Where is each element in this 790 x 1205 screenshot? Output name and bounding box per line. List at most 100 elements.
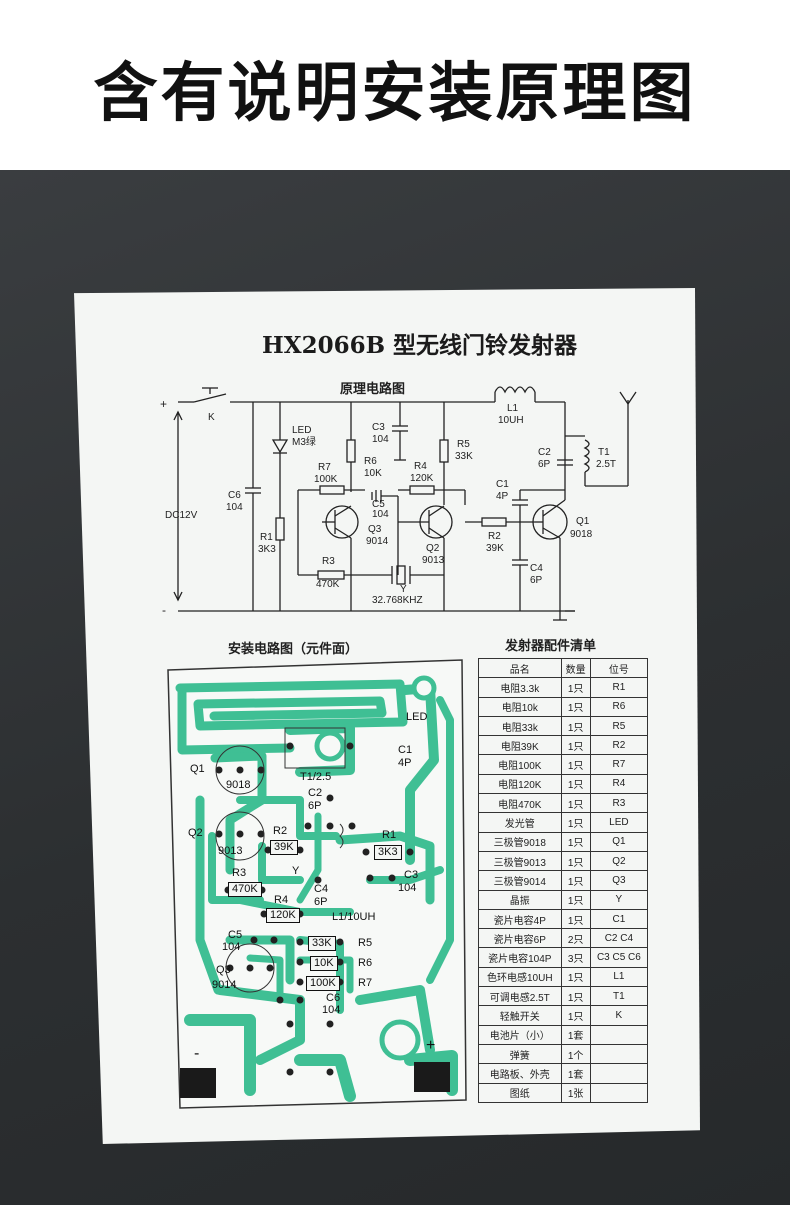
- part-ref: R5: [589, 715, 649, 737]
- part-qty: 1只: [560, 850, 591, 872]
- pcb-c2-value: 6P: [308, 800, 322, 812]
- led-color-label: M3绿: [292, 437, 316, 448]
- part-qty: 1只: [560, 773, 591, 795]
- part-qty: 1只: [560, 1005, 591, 1026]
- dc-voltage-label: DC12V: [165, 510, 198, 521]
- part-qty: 3只: [560, 947, 591, 968]
- pcb-y-label: Y: [292, 865, 300, 877]
- pcb-r3-value: 470K: [228, 882, 262, 897]
- pcb-r2-label: R2: [273, 825, 288, 837]
- pcb-r7-value: 100K: [306, 976, 340, 991]
- part-ref: R7: [589, 754, 649, 775]
- c2-label: C2: [538, 447, 551, 458]
- part-qty: 1只: [560, 870, 591, 891]
- pcb-r6-value: 10K: [310, 956, 338, 971]
- part-ref: R4: [589, 773, 649, 795]
- part-ref: Q2: [589, 850, 649, 872]
- c3-label: C3: [372, 422, 385, 433]
- pcb-c5-value: 104: [222, 941, 241, 953]
- r4-value: 120K: [410, 473, 434, 484]
- pcb-c2-label: C2: [308, 787, 323, 799]
- part-name: 瓷片电容104P: [478, 947, 562, 968]
- pcb-r4-label: R4: [274, 894, 289, 906]
- r5-label: R5: [457, 439, 470, 450]
- part-qty: 1只: [560, 908, 591, 930]
- pcb-r6-label: R6: [358, 957, 373, 969]
- part-qty: 1张: [560, 1082, 591, 1103]
- minus-terminal-label: -: [162, 603, 166, 617]
- part-ref: K: [589, 1005, 649, 1026]
- pcb-l1-label: L1/10UH: [332, 911, 376, 923]
- part-qty: 1只: [560, 812, 591, 833]
- r4-label: R4: [414, 461, 427, 472]
- part-ref: C2 C4: [589, 928, 649, 949]
- c1-label: C1: [496, 479, 509, 490]
- part-ref: R1: [589, 677, 649, 698]
- part-ref: L1: [589, 966, 649, 988]
- document-title: HX2066B 型无线门铃发射器: [262, 332, 578, 359]
- part-name: 电阻3.3k: [478, 677, 562, 698]
- r1-label: R1: [260, 532, 273, 543]
- part-ref: R2: [589, 735, 649, 756]
- r1-value: 3K3: [258, 544, 276, 555]
- pcb-q1-value: 9018: [226, 779, 251, 791]
- pcb-t1-label: T1/2.5: [300, 771, 332, 783]
- part-qty: 1只: [560, 735, 591, 756]
- part-name: 瓷片电容6P: [478, 928, 562, 949]
- part-ref: C1: [589, 908, 649, 930]
- part-name: 弹簧: [478, 1043, 562, 1065]
- part-ref: T1: [589, 986, 649, 1007]
- pcb-r2-value: 39K: [270, 840, 298, 855]
- r2-label: R2: [488, 531, 501, 542]
- part-qty: 1只: [560, 889, 591, 910]
- plus-terminal-label: +: [160, 397, 168, 411]
- parts-table-header: 品名 数量 位号: [478, 657, 649, 679]
- part-qty: 1只: [560, 793, 591, 814]
- part-name: 电池片（小）: [478, 1024, 562, 1045]
- part-qty: 1个: [560, 1043, 591, 1065]
- q3-value: 9014: [366, 536, 389, 547]
- part-name: 电阻100K: [478, 754, 562, 775]
- pcb-c4-label: C4: [314, 883, 329, 895]
- r3-value: 470K: [316, 579, 340, 590]
- part-name: 发光管: [478, 812, 562, 833]
- r6-value: 10K: [364, 468, 382, 479]
- part-ref: [589, 1063, 649, 1084]
- pcb-c3-value: 104: [398, 882, 417, 894]
- q2-value: 9013: [422, 555, 445, 566]
- c4-value: 6P: [530, 575, 543, 586]
- parts-heading: 发射器配件清单: [505, 639, 597, 654]
- part-name: 色环电感10UH: [478, 966, 562, 988]
- part-name: 轻触开关: [478, 1005, 562, 1026]
- crystal-value: 32.768KHZ: [372, 595, 423, 606]
- q3-label: Q3: [368, 524, 382, 535]
- pcb-heading: 安装电路图（元件面）: [228, 642, 359, 657]
- part-qty: 1只: [560, 715, 591, 737]
- part-qty: 1套: [560, 1063, 591, 1084]
- pcb-c1-label: C1: [398, 744, 413, 756]
- q2-label: Q2: [426, 543, 440, 554]
- part-ref: [589, 1043, 649, 1065]
- pcb-r1-label: R1: [382, 829, 397, 841]
- switch-k-label: K: [208, 412, 215, 423]
- c5-label: C5: [372, 499, 385, 510]
- pcb-r4-value: 120K: [266, 908, 300, 923]
- pcb-minus-label: -: [194, 1045, 200, 1062]
- part-name: 电阻39K: [478, 735, 562, 756]
- crystal-label: Y: [400, 584, 407, 595]
- part-name: 电阻120K: [478, 773, 562, 795]
- part-ref: [589, 1082, 649, 1103]
